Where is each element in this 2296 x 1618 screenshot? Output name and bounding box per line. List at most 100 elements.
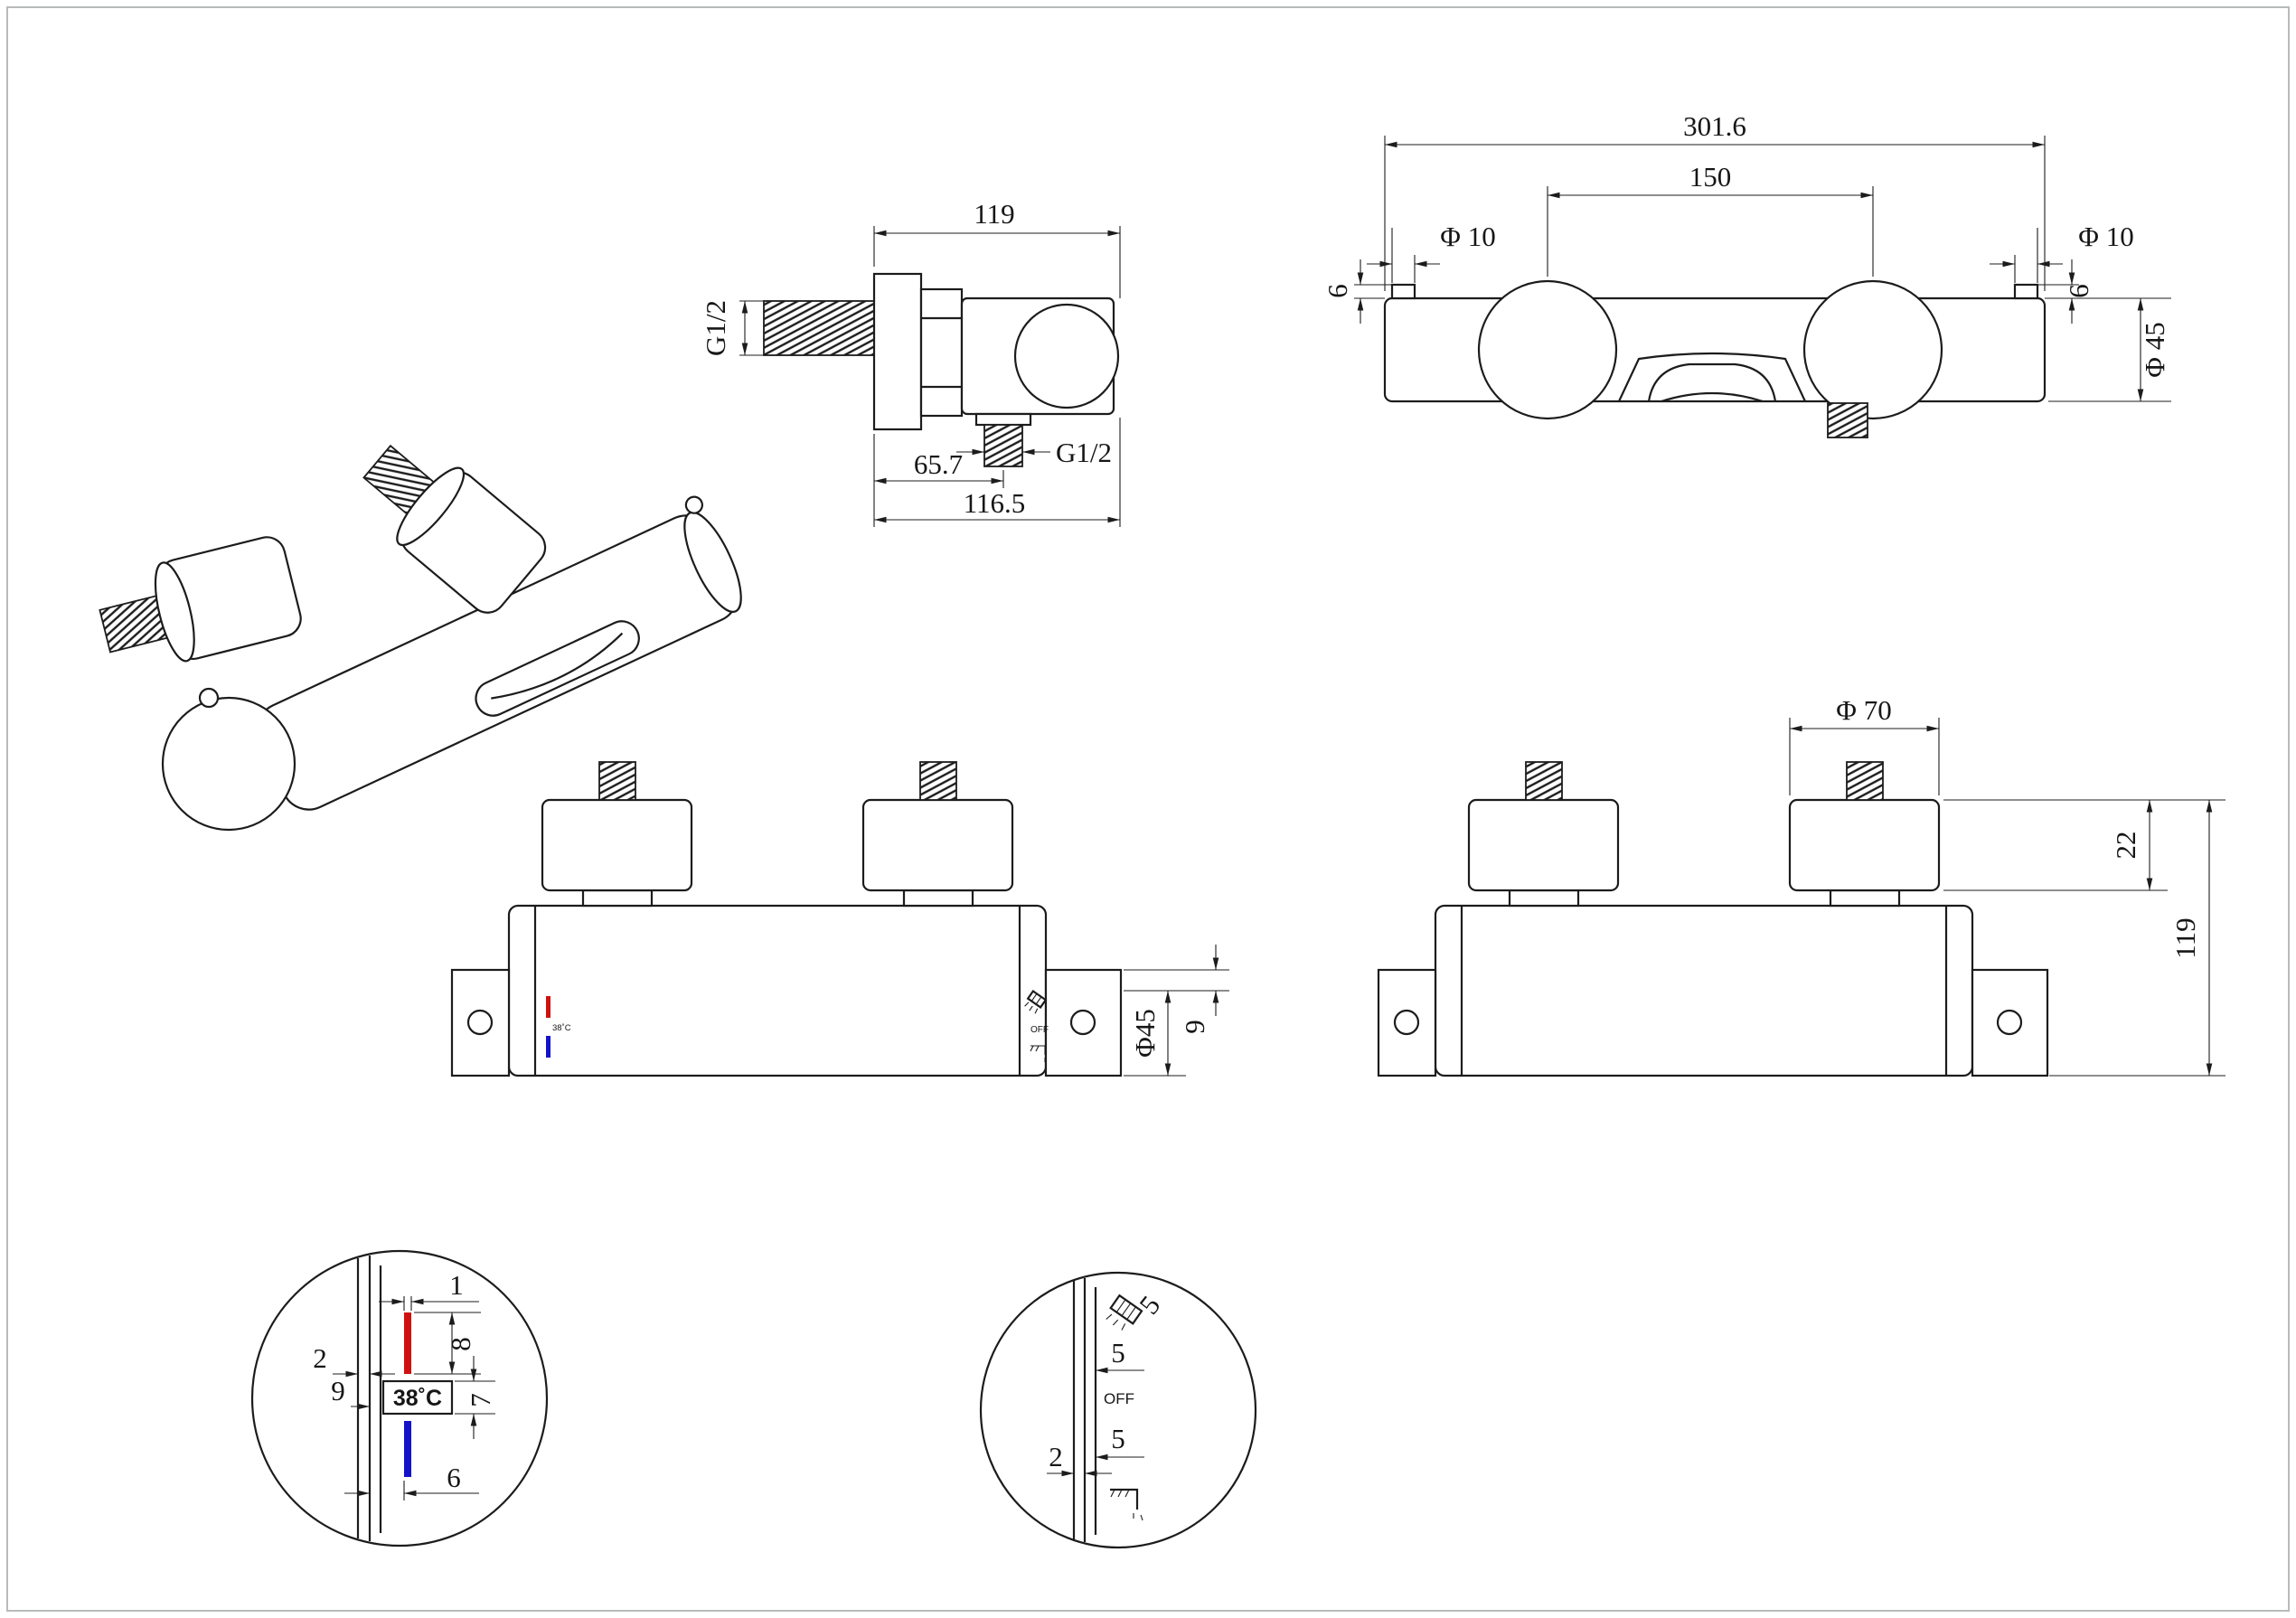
hot-indicator-bar [404,1312,411,1374]
dim-text-9: 9 [1179,1020,1210,1034]
off-mark: OFF [1030,1025,1049,1035]
right-screw-hole [1996,1009,2023,1036]
knob-pin [198,687,220,709]
dim-text-5-top: 5 [1111,1337,1125,1369]
dim-inlet-thread: G1/2 [700,300,764,356]
temp-label-38c: 38˚C [393,1386,442,1411]
dim-body-diameter-front: Φ 45 [2048,297,2171,402]
tub-spout-icon [1030,1045,1046,1062]
sheet-border [6,6,2290,1612]
dim-text-7: 7 [465,1393,496,1407]
cold-indicator-bar [404,1421,411,1477]
hot-indicator-mark [546,996,550,1018]
dim-hot-length: 8 [414,1312,481,1375]
off-label: OFF [1104,1390,1134,1407]
dim-text-2: 2 [313,1342,327,1374]
inlet-pipe-thread [763,300,875,356]
dim-hole-right: Φ 10 [1990,221,2134,283]
dim-text-6-left: 6 [1322,284,1353,298]
dim-outlet-offset: 65.7 [873,434,1004,527]
dim-outlet-thread: G1/2 [956,437,1112,468]
rear-view-left: 38˚C OFF Φ45 9 [450,761,1229,1077]
shower-icon [1106,1293,1143,1331]
left-screw-hole [466,1009,494,1036]
dim-text-22: 22 [2110,832,2141,860]
rear-view-right: Φ 70 22 119 [1377,694,2225,1077]
temperature-knob-face [161,696,296,832]
left-knob-front [1477,279,1618,420]
left-screw-boss [1390,283,1416,300]
left-inlet-stud [598,761,636,801]
detail-circle-temperature [250,1249,549,1547]
dim-offset-9: 9 [1179,945,1219,1034]
side-view: 119 G1/2 G1/2 65.7 116.5 [700,198,1121,527]
front-view: 301.6 150 Φ 10 Φ 10 6 [1322,110,2171,438]
dim-text-phi10-left: Φ 10 [1440,221,1495,252]
dim-text-phi45-front: Φ 45 [2139,322,2170,377]
dim-text-g12-inlet: G1/2 [700,300,731,356]
right-inlet-stud [919,761,957,801]
dim-text-8: 8 [445,1337,476,1351]
right-handle-neck [1829,889,1901,908]
tub-spout-icon [1110,1488,1143,1521]
dim-text-1: 1 [449,1269,464,1301]
left-handle [541,798,693,892]
dim-text-119-height: 119 [2169,917,2201,958]
left-handle-3d [99,536,302,663]
dim-top-gap: 5 [1096,1337,1144,1374]
dim-wall-thickness: 2 [1047,1441,1112,1477]
right-handle-neck [902,889,974,908]
right-screw-hole [1069,1009,1096,1036]
dim-label-height: 7 [455,1356,496,1439]
dim-text-65-7: 65.7 [914,448,963,480]
shower-icon [1024,989,1048,1014]
dim-inlet-spacing: 150 [1547,161,1874,277]
dim-text-9: 9 [331,1375,345,1406]
temp-38c-mark: 38˚C [552,1023,571,1033]
dim-hole-left: Φ 10 [1367,221,1496,283]
isometric-view [99,444,742,832]
dim-text-5-bottom: 5 [1111,1423,1125,1454]
mixer-body-rear-right [1434,904,1974,1077]
outlet-collar [974,412,1032,427]
end-pin [684,495,703,514]
dim-body-depth: 119 [873,198,1121,298]
detail-circle-diverter [979,1271,1257,1549]
dim-total-height: 119 [2049,800,2225,1077]
left-handle [1467,798,1620,892]
right-handle [861,798,1014,892]
dim-text-301-6: 301.6 [1683,110,1746,142]
right-inlet-stud [1846,761,1884,801]
dim-text-119: 119 [974,198,1014,230]
left-inlet-stud [1525,761,1563,801]
wall-plate [872,272,923,431]
dim-text-116-5: 116.5 [964,487,1026,519]
cold-indicator-mark [546,1036,550,1058]
right-handle [1788,798,1941,892]
hex-nut [919,287,964,418]
dim-bottom-gap: 5 [1096,1423,1144,1461]
right-screw-boss [2013,283,2039,300]
dim-text-6-right: 6 [2063,284,2094,298]
dim-text-phi10-right: Φ 10 [2078,221,2133,252]
dim-text-g12-outlet: G1/2 [1056,437,1112,468]
dim-text-150: 150 [1689,161,1732,193]
waterfall-spout-3d [475,620,640,717]
dim-handle-height: 22 [1943,799,2225,891]
dim-text-6: 6 [447,1462,461,1493]
temp-label-plate [381,1379,454,1416]
detail-view-temperature: 38˚C 1 8 2 9 7 [250,1249,549,1547]
dim-overall-width: 301.6 [1384,110,2046,291]
dim-cold-length: 6 [344,1462,479,1500]
dim-wall-thickness: 2 [313,1342,395,1378]
mixer-body-rear-left [507,904,1048,1077]
dim-text-phi45-rear: Φ45 [1129,1009,1161,1058]
outlet-thread [983,424,1023,467]
dim-mark-width: 1 [379,1269,479,1311]
dim-gap: 9 [331,1375,370,1410]
dim-body-diameter-rear: Φ45 [1124,969,1229,1077]
dim-lip-left: 6 [1322,259,1392,324]
dim-text-phi70: Φ 70 [1836,694,1891,726]
